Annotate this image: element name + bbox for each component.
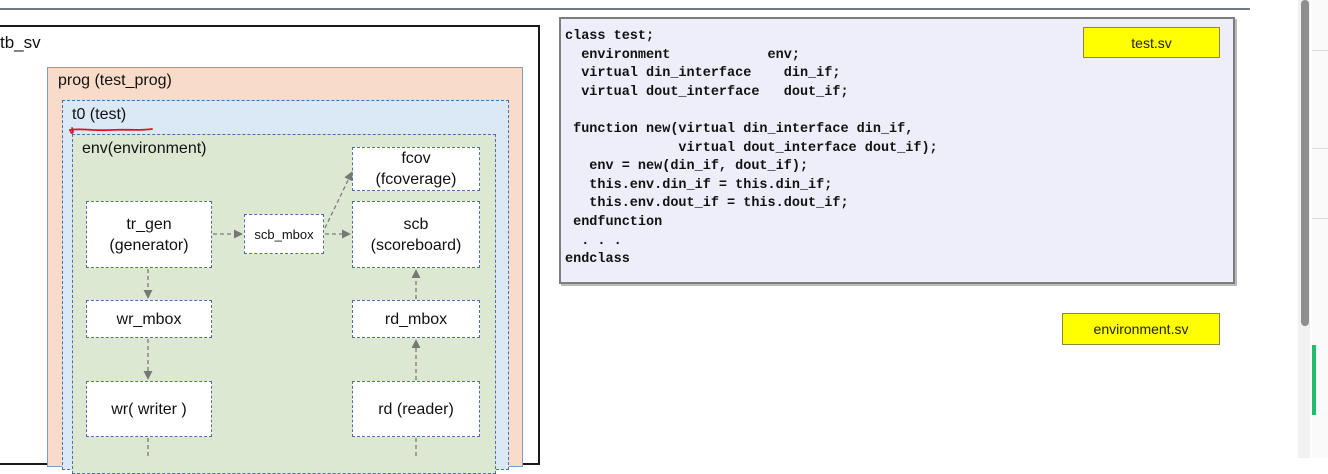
code-block: class test; environment env; virtual din… xyxy=(565,29,938,268)
side-divider xyxy=(1312,148,1328,149)
tb-sv-label: tb_sv xyxy=(0,33,41,52)
wr-box: wr( writer ) xyxy=(86,381,212,437)
top-divider xyxy=(0,8,1250,10)
environment-sv-tag: environment.sv xyxy=(1062,313,1220,345)
side-divider xyxy=(1312,218,1328,219)
wr-mbox-box: wr_mbox xyxy=(86,300,212,338)
tr-gen-box: tr_gen (generator) xyxy=(86,201,212,268)
code-panel xyxy=(559,17,1235,284)
scb-mbox-box: scb_mbox xyxy=(244,214,324,254)
rd-mbox-box: rd_mbox xyxy=(352,300,480,338)
scrollbar-thumb[interactable] xyxy=(1301,0,1309,326)
test-sv-tag: test.sv xyxy=(1083,27,1220,58)
t0-label: t0 (test) xyxy=(72,106,127,123)
side-accent-bar xyxy=(1312,345,1316,415)
prog-label: prog (test_prog) xyxy=(58,72,172,89)
fcov-box: fcov (fcoverage) xyxy=(352,147,480,191)
rd-box: rd (reader) xyxy=(352,381,480,437)
side-panel xyxy=(1312,0,1328,458)
side-divider xyxy=(1312,50,1328,51)
scb-box: scb (scoreboard) xyxy=(352,201,480,268)
env-label: env(environment) xyxy=(82,140,207,157)
